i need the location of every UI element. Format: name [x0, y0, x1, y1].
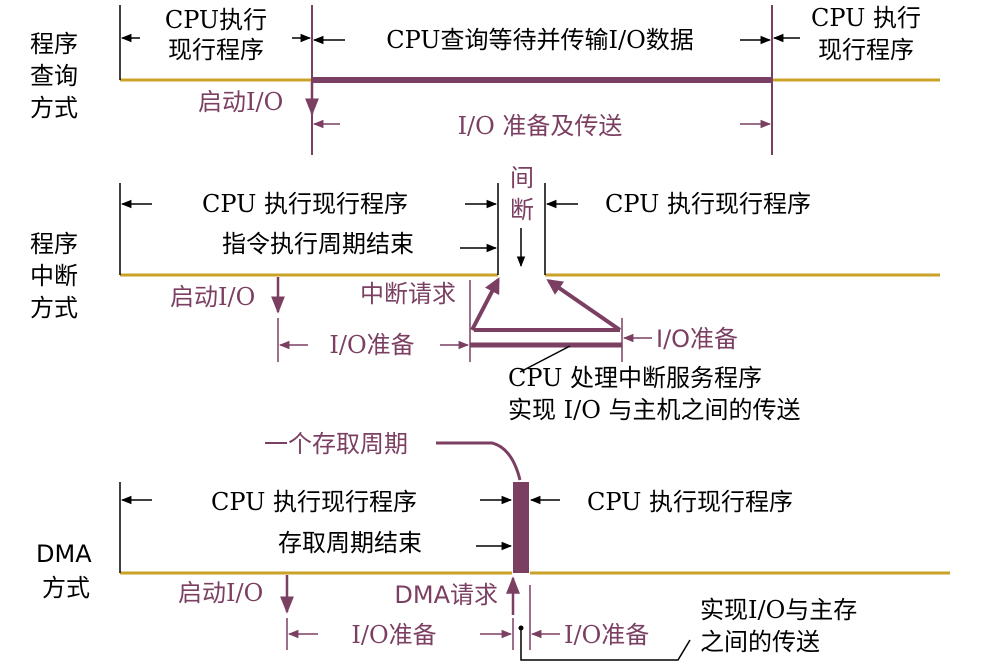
polling-cpu-right-label-2: 现行程序: [818, 36, 914, 64]
interrupt-prep-left-label: I/O准备: [329, 331, 414, 359]
interrupt-cpu-left-label: CPU 执行现行程序: [202, 190, 408, 218]
interrupt-service-label-2: 实现 I/O 与主机之间的传送: [508, 396, 801, 424]
interrupt-request-diagonal: [470, 277, 500, 331]
interrupt-instr-end-label: 指令执行周期结束: [222, 230, 414, 258]
dma-cycle-block: [513, 482, 529, 573]
dma-section: DMA 方式 一个存取周期 CPU 执行现行程序 存取周期结束 CPU 执行现行…: [36, 430, 950, 661]
polling-cpu-left-label-1: CPU执行: [165, 6, 267, 34]
polling-cpu-left-label-2: 现行程序: [168, 36, 264, 64]
dma-start-io-label: 启动I/O: [178, 579, 263, 607]
interrupt-request-label: 中断请求: [360, 280, 456, 308]
dma-mode-label-1: DMA: [36, 540, 92, 568]
interrupt-mode-label-3: 方式: [30, 294, 78, 322]
interrupt-section: 程序 中断 方式 CPU 执行现行程序 指令执行周期结束 间 断 CPU 执行现…: [30, 164, 940, 424]
dma-request-label: DMA请求: [394, 581, 498, 609]
dma-transfer-label-2: 之间的传送: [700, 628, 820, 656]
dma-cycle-end-label: 存取周期结束: [278, 529, 422, 557]
dma-transfer-leader: [520, 628, 691, 661]
interrupt-cpu-right-label: CPU 执行现行程序: [605, 190, 811, 218]
dma-mode-label-2: 方式: [42, 574, 90, 602]
polling-start-io-label: 启动I/O: [198, 88, 283, 116]
polling-mode-label-1: 程序: [30, 30, 78, 58]
polling-mode-label-3: 方式: [30, 94, 78, 122]
interrupt-service-label-1: CPU 处理中断服务程序: [508, 364, 762, 392]
polling-section: 程序 查询 方式 CPU执行 现行程序 CPU查询等待并传输I/O数据 CPU …: [30, 4, 940, 155]
dma-prep-left-label: I/O准备: [351, 621, 436, 649]
interrupt-return-diagonal: [546, 279, 622, 332]
dma-one-cycle-label: 一个存取周期: [264, 430, 408, 458]
interrupt-prep-right-label: I/O准备: [656, 325, 738, 353]
polling-cpu-right-label-1: CPU 执行: [811, 4, 921, 32]
dma-prep-right-label: I/O准备: [564, 621, 649, 649]
interrupt-mode-label-1: 程序: [30, 230, 78, 258]
interrupt-break-char-2: 断: [510, 196, 534, 224]
interrupt-break-char-1: 间: [510, 164, 534, 192]
interrupt-start-io-label: 启动I/O: [170, 283, 255, 311]
interrupt-service-leader: [519, 345, 571, 373]
dma-cpu-right-label: CPU 执行现行程序: [587, 488, 793, 516]
polling-mode-label-2: 查询: [30, 62, 78, 90]
dma-cpu-left-label: CPU 执行现行程序: [211, 488, 417, 516]
interrupt-mode-label-2: 中断: [30, 262, 78, 290]
dma-transfer-label-1: 实现I/O与主存: [700, 596, 857, 624]
dma-cycle-leader: [436, 441, 522, 481]
polling-wait-label: CPU查询等待并传输I/O数据: [386, 26, 694, 54]
polling-io-label: I/O 准备及传送: [458, 112, 623, 140]
